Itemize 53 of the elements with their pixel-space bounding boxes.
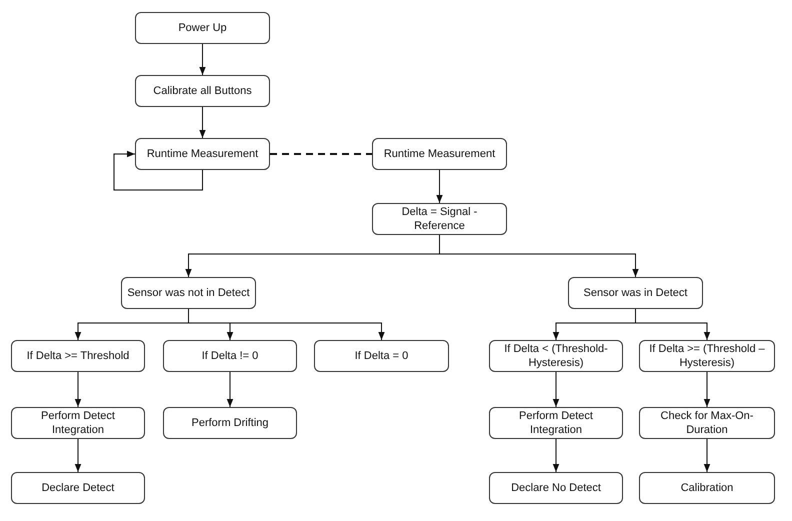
connector-line — [270, 153, 372, 155]
process-box — [135, 12, 270, 44]
box-label: If Delta >= Threshold — [26, 349, 130, 363]
process-box — [372, 138, 507, 170]
arrow — [74, 372, 82, 408]
arrow — [74, 438, 82, 472]
box-label: Perform Detect Integration — [40, 409, 116, 437]
arrow — [188, 308, 385, 340]
arrow — [552, 372, 560, 408]
box-label: Declare Detect — [42, 481, 114, 495]
box-label: Runtime Measurement — [146, 147, 258, 161]
box-label: If Delta != 0 — [202, 349, 258, 363]
process-box — [135, 75, 270, 107]
arrow — [199, 106, 206, 138]
box-label: Runtime Measurement — [384, 147, 496, 161]
process-box — [314, 340, 449, 372]
process-box — [639, 472, 775, 504]
arrow — [226, 372, 234, 408]
arrow — [635, 308, 710, 340]
box-label: Calibrate all Buttons — [153, 84, 252, 98]
process-box — [489, 340, 623, 372]
process-box — [135, 138, 270, 170]
box-label: If Delta = 0 — [354, 349, 408, 363]
box-label: Check for Max-On-Duration — [660, 409, 754, 437]
box-label: Power Up — [178, 21, 227, 35]
box-label: Delta = Signal - Reference — [400, 205, 478, 233]
box-label: If Delta >= (Threshold – Hysteresis) — [648, 342, 766, 370]
process-box — [121, 277, 256, 309]
box-label: Perform Detect Integration — [518, 409, 594, 437]
process-box — [639, 407, 775, 439]
arrow — [439, 234, 639, 278]
process-box — [11, 472, 145, 504]
arrow — [552, 438, 560, 472]
process-box — [489, 472, 623, 504]
box-label: If Delta < (Threshold-Hysteresis) — [503, 342, 609, 370]
process-box — [372, 203, 507, 235]
box-label: Declare No Detect — [511, 481, 601, 495]
arrow — [114, 150, 203, 190]
arrow — [704, 438, 710, 472]
process-box — [11, 340, 145, 372]
process-box — [163, 407, 297, 439]
box-label: Sensor was not in Detect — [127, 286, 250, 300]
process-box — [489, 407, 623, 439]
process-box — [163, 340, 297, 372]
arrow — [199, 44, 206, 76]
process-box — [11, 407, 145, 439]
arrow — [704, 372, 710, 408]
box-label: Perform Drifting — [191, 416, 269, 430]
box-label: Calibration — [680, 481, 734, 495]
process-box — [639, 340, 775, 372]
arrow — [436, 170, 443, 204]
process-box — [568, 277, 703, 309]
box-label: Sensor was in Detect — [584, 286, 688, 300]
